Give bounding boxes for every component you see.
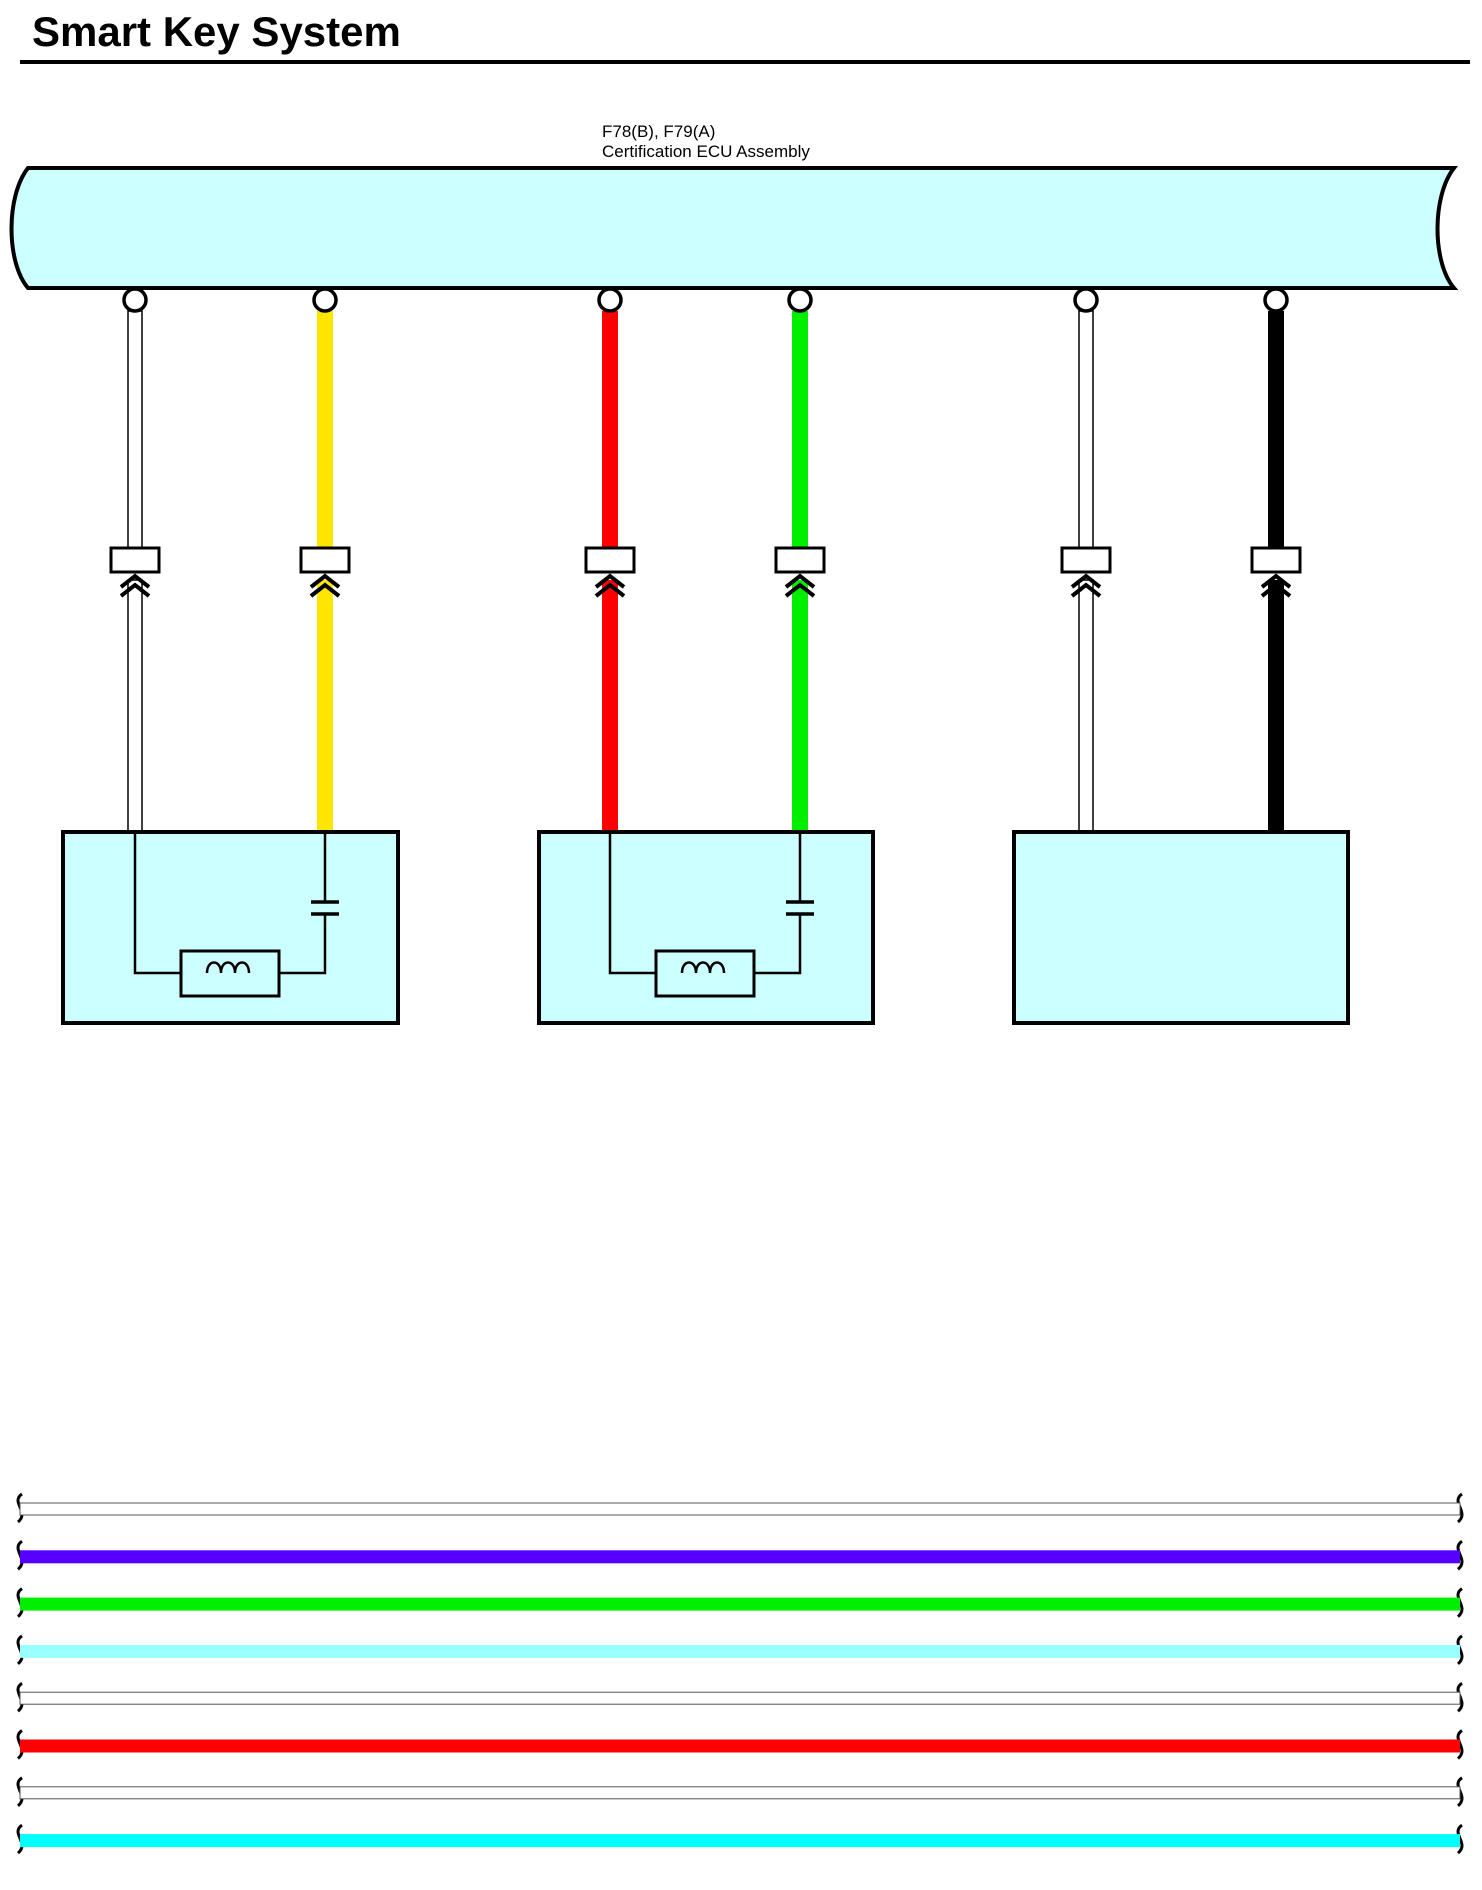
wire-segment: [602, 580, 618, 832]
chevron-icon: [1070, 573, 1102, 589]
connector-ring: [1263, 287, 1289, 313]
wire-segment: [317, 311, 333, 548]
legend-wire: [20, 1550, 1460, 1564]
junction-connector: [109, 546, 161, 574]
legend-wire: [19, 1502, 1461, 1516]
circuit-line: [133, 832, 181, 975]
connector-ring: [1073, 287, 1099, 313]
wire-segment: [127, 579, 143, 833]
legend-row-4: [16, 1681, 1464, 1713]
coil-icon: [680, 961, 726, 974]
legend-row-2: [16, 1587, 1464, 1618]
wire-5: [1250, 287, 1302, 832]
device-1: [537, 830, 875, 1025]
chevron-icon: [1260, 573, 1292, 589]
chevron-icon: [784, 582, 816, 598]
connector-ring: [787, 287, 813, 313]
legend-wire: [19, 1691, 1461, 1705]
connector-ring: [122, 287, 148, 313]
connector-ring: [597, 287, 623, 313]
chevron-icon: [119, 573, 151, 589]
wire-1: [299, 287, 351, 832]
legend-wire: [19, 1786, 1461, 1800]
chevron-icon: [119, 582, 151, 598]
legend-row-6: [16, 1776, 1464, 1807]
wire-segment: [1078, 579, 1094, 833]
legend-wire: [20, 1739, 1460, 1753]
wire-segment: [602, 311, 618, 548]
device-box: [537, 830, 875, 1025]
antenna-coil-circuit: [608, 832, 814, 998]
chevron-icon: [784, 573, 816, 589]
legend-wire: [20, 1644, 1460, 1658]
devices: [61, 830, 1350, 1025]
legend-row-7: [16, 1823, 1464, 1855]
ecu-assembly: F78(B), F79(A) Certification ECU Assembl…: [9, 122, 1459, 290]
ecu-id: F78(B), F79(A): [602, 122, 715, 141]
device-0: [61, 830, 400, 1025]
coil-icon: [205, 961, 251, 974]
wire-4: [1060, 287, 1112, 833]
junction-connector: [584, 546, 636, 574]
antenna-coil-circuit: [133, 832, 339, 998]
chevron-icon: [309, 582, 341, 598]
page-title: Smart Key System: [32, 8, 401, 55]
junction-connector: [774, 546, 826, 574]
wires: [109, 287, 1302, 833]
chevron-icon: [1260, 582, 1292, 598]
circuit-line: [754, 914, 802, 975]
wire-0: [109, 287, 161, 833]
chevron-icon: [1070, 582, 1102, 598]
wire-segment: [792, 580, 808, 832]
circuit-line: [279, 914, 327, 975]
ecu-name: Certification ECU Assembly: [602, 142, 810, 161]
wire-segment: [1268, 311, 1284, 548]
legend-row-0: [16, 1492, 1464, 1524]
wire-segment: [127, 310, 143, 549]
wire-3: [774, 287, 826, 832]
legend-row-1: [16, 1540, 1464, 1571]
circuit-line: [608, 832, 656, 975]
legend-row-5: [16, 1729, 1464, 1760]
title-rule: [20, 60, 1470, 64]
wire-2: [584, 287, 636, 832]
ecu-body: [9, 166, 1459, 290]
device-box: [61, 830, 400, 1025]
junction-connector: [299, 546, 351, 574]
legend-wire: [20, 1597, 1460, 1611]
device-2: [1012, 830, 1350, 1025]
wire-segment: [1268, 580, 1284, 832]
junction-connector: [1060, 546, 1112, 574]
wire-segment: [792, 311, 808, 548]
wire-color-legend: [16, 1492, 1464, 1855]
chevron-icon: [594, 582, 626, 598]
junction-connector: [1250, 546, 1302, 574]
device-box: [1012, 830, 1350, 1025]
chevron-icon: [309, 573, 341, 589]
wire-segment: [317, 580, 333, 832]
wire-segment: [1078, 310, 1094, 549]
connector-ring: [312, 287, 338, 313]
chevron-icon: [594, 573, 626, 589]
legend-row-3: [16, 1634, 1464, 1666]
legend-wire: [20, 1834, 1460, 1848]
